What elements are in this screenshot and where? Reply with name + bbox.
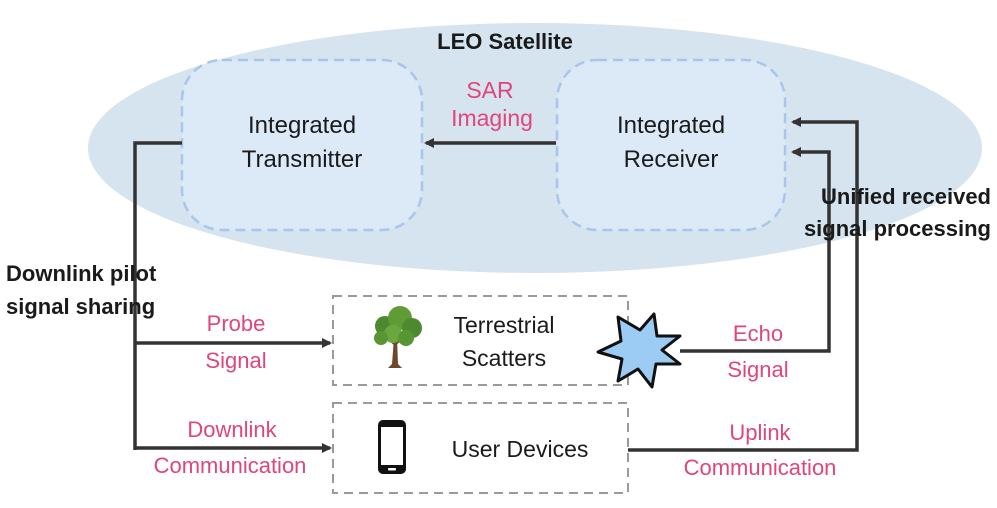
probe-label-line1: Probe	[207, 311, 266, 336]
sar-label-line1: SAR	[466, 77, 513, 103]
receiver-box	[555, 58, 787, 232]
downlink-pilot-label-line2: signal sharing	[6, 294, 155, 319]
echo-label-line1: Echo	[733, 321, 783, 346]
tree-icon	[374, 306, 422, 368]
burst-icon	[596, 312, 682, 389]
scatters-label-line1: Terrestrial	[454, 312, 555, 338]
satellite-title: LEO Satellite	[437, 29, 573, 54]
probe-label-line2: Signal	[205, 348, 266, 373]
downlink-label-line1: Downlink	[187, 417, 277, 442]
uplink-arrow	[628, 117, 859, 452]
unified-processing-label-line2: signal processing	[804, 216, 991, 241]
unified-processing-label-line1: Unified received	[821, 184, 991, 209]
scatters-label-line2: Scatters	[462, 345, 546, 371]
downlink-pilot-label-line1: Downlink pilot	[6, 261, 157, 286]
uplink-label-line1: Uplink	[729, 420, 791, 445]
scatters-box	[332, 295, 629, 386]
sar-label-line2: Imaging	[451, 105, 533, 131]
receiver-label-line2: Receiver	[624, 146, 719, 173]
transmitter-box	[180, 58, 424, 232]
uplink-label-line2: Communication	[684, 455, 837, 480]
smartphone-icon	[378, 420, 406, 474]
downlink-label-line2: Communication	[154, 453, 307, 478]
transmitter-label-line1: Integrated	[248, 112, 356, 139]
devices-label: User Devices	[452, 436, 589, 462]
devices-box	[332, 402, 629, 494]
receiver-label-line1: Integrated	[617, 112, 725, 139]
downlink-pilot-line	[133, 141, 182, 450]
transmitter-label-line2: Transmitter	[242, 146, 362, 173]
echo-label-line2: Signal	[727, 357, 788, 382]
echo-arrow	[680, 147, 831, 353]
